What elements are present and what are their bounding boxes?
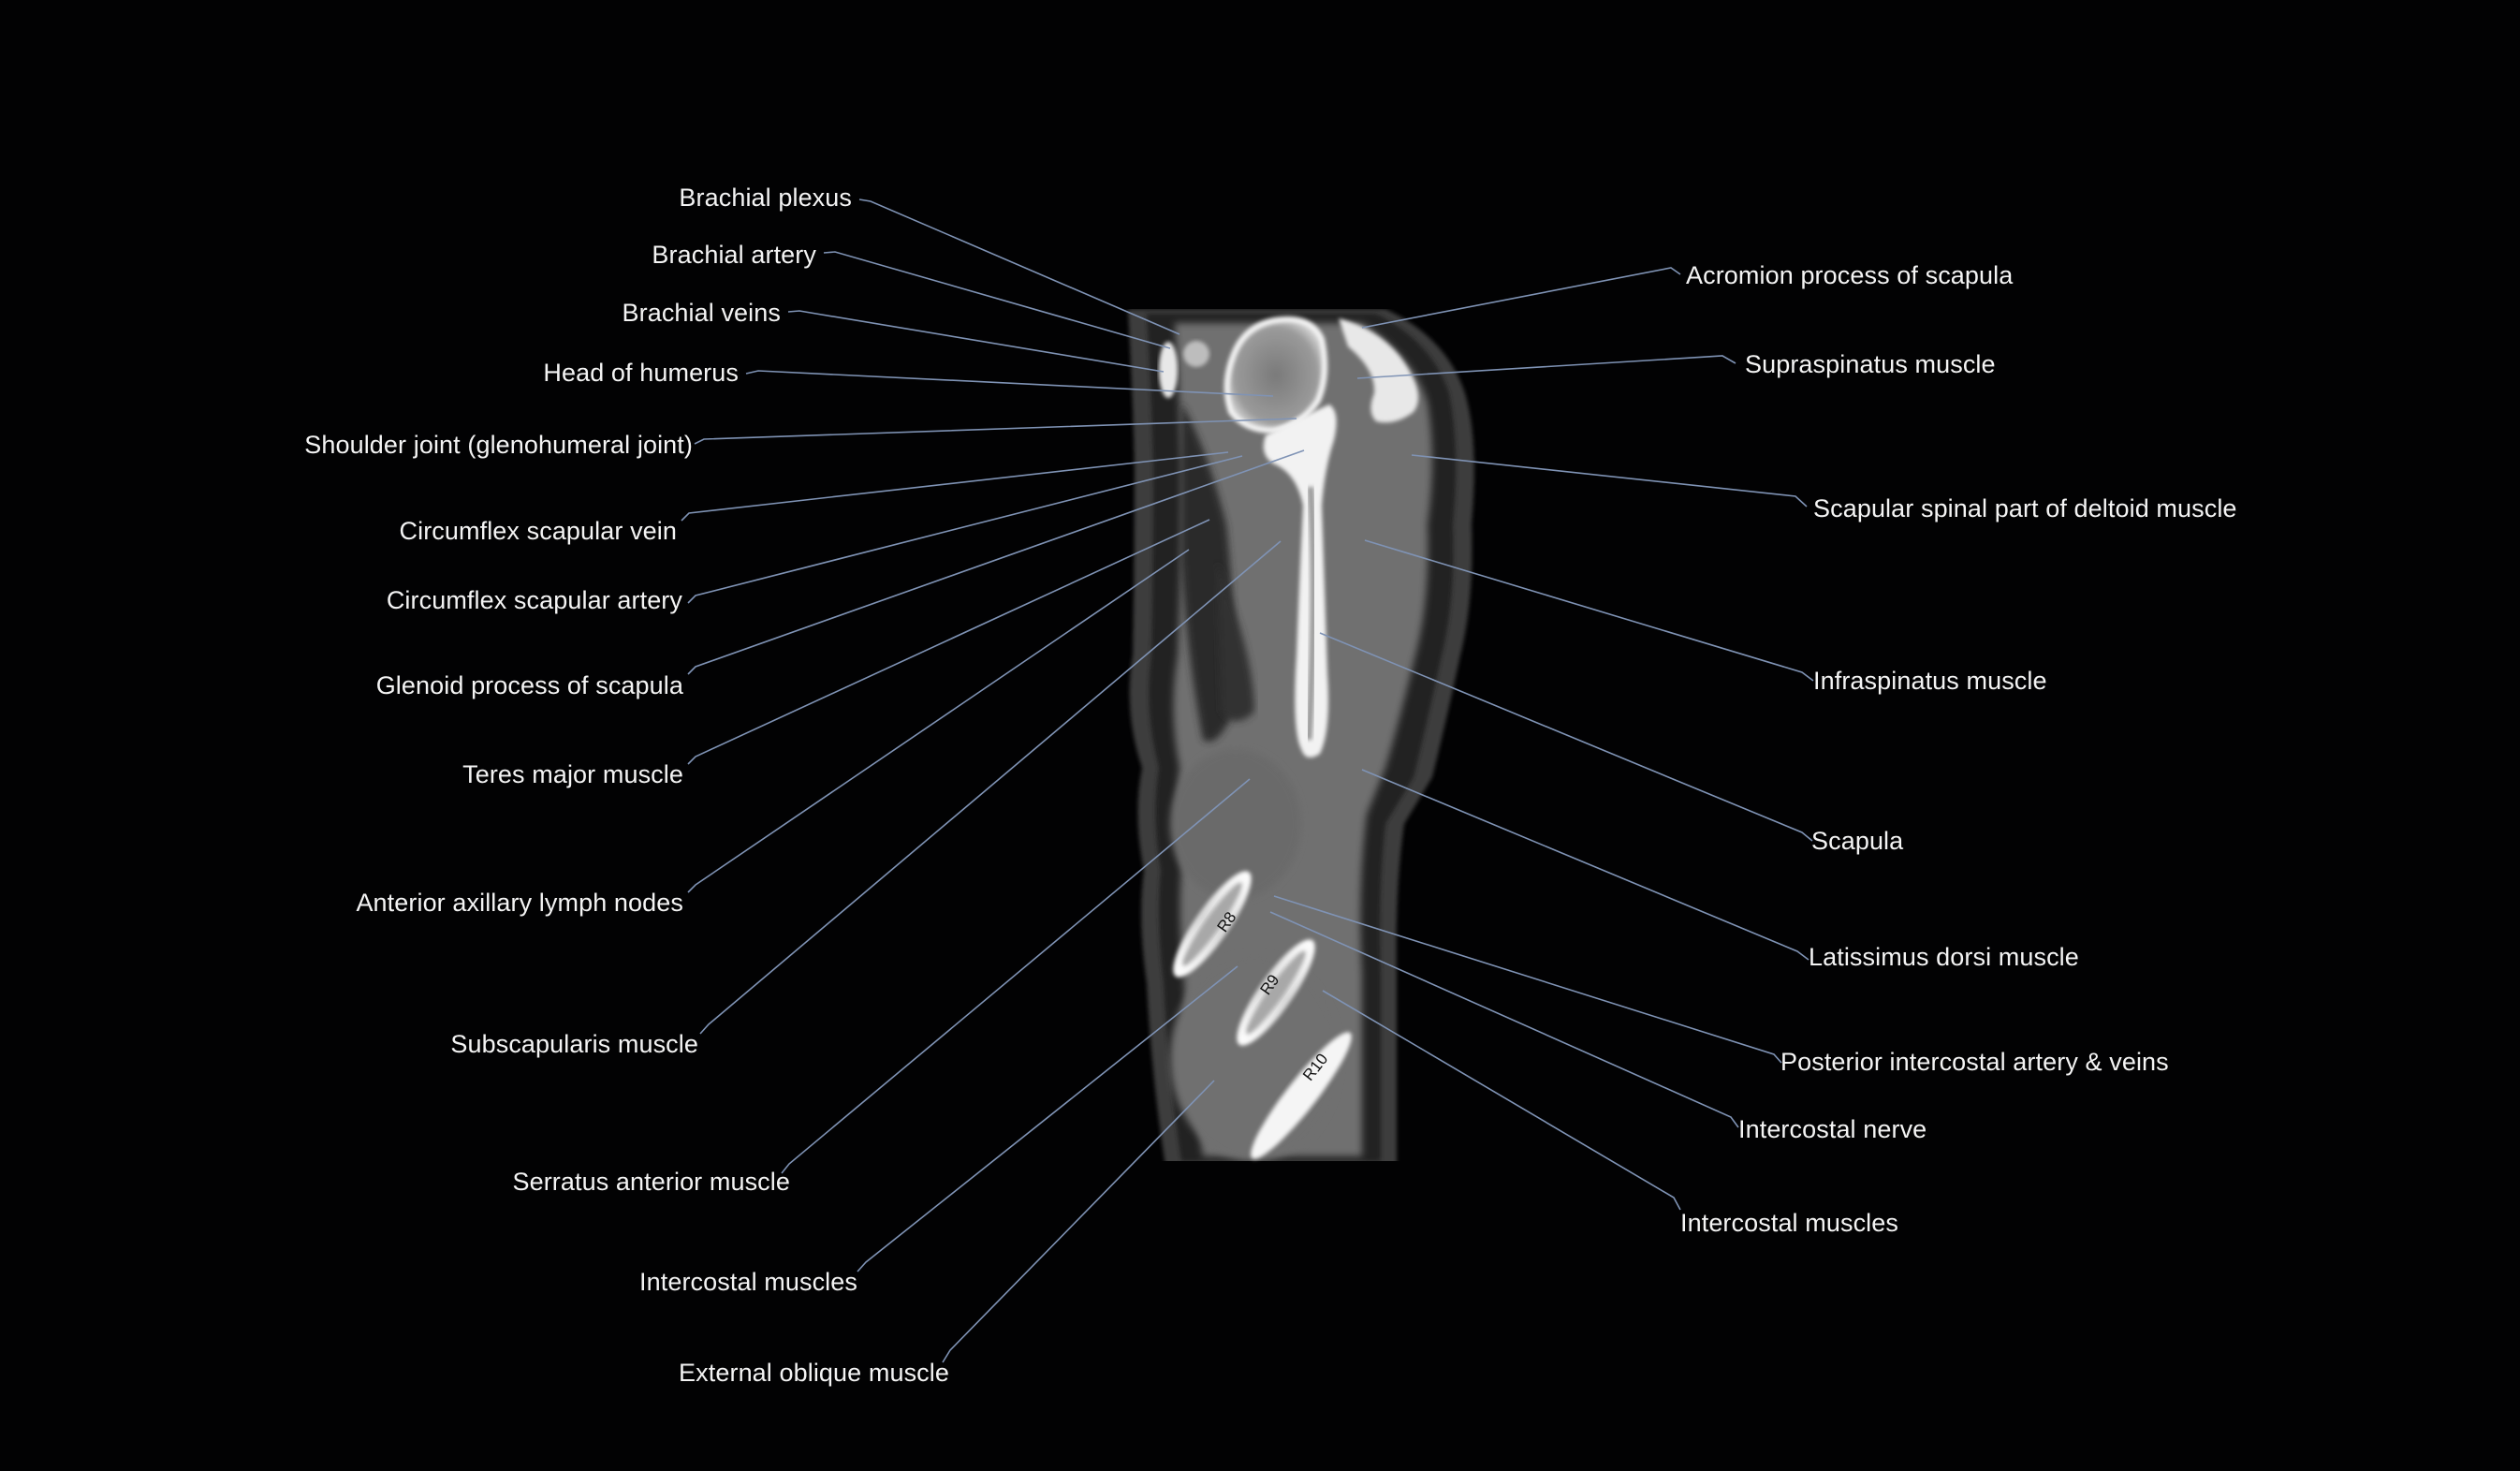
label-glenoid-process: Glenoid process of scapula (375, 671, 683, 699)
acromion-shape (1339, 318, 1418, 423)
label-anterior-axillary-lymph-nodes: Anterior axillary lymph nodes (356, 889, 683, 917)
leader-line-intercostal-nerve (1269, 911, 1739, 1128)
label-brachial-veins: Brachial veins (622, 299, 781, 327)
leader-line-intercostal-muscles-right (1322, 990, 1681, 1211)
leader-line-acromion (1361, 267, 1681, 329)
leader-line-supraspinatus (1356, 355, 1736, 379)
label-intercostal-muscles-left: Intercostal muscles (639, 1268, 857, 1296)
label-teres-major: Teres major muscle (462, 760, 683, 788)
leader-line-circumflex-scapular-vein (681, 451, 1229, 522)
leader-line-shoulder-joint (694, 418, 1297, 445)
label-head-of-humerus: Head of humerus (543, 359, 739, 387)
leader-line-posterior-intercostal-vessels (1273, 895, 1782, 1064)
label-brachial-artery: Brachial artery (652, 241, 816, 269)
label-intercostal-muscles-right: Intercostal muscles (1680, 1209, 1898, 1237)
leader-line-infraspinatus (1364, 539, 1814, 682)
label-circumflex-scapular-vein: Circumflex scapular vein (399, 517, 677, 545)
humeral-head-shape (1223, 316, 1328, 434)
leader-lines (681, 199, 1814, 1363)
leader-line-serratus-anterior (781, 778, 1251, 1174)
leader-line-scapula (1319, 632, 1813, 842)
leader-line-head-of-humerus (745, 370, 1274, 397)
leader-line-circumflex-scapular-artery (687, 455, 1243, 604)
leader-line-intercostal-muscles-left (857, 965, 1238, 1272)
label-brachial-plexus: Brachial plexus (679, 184, 852, 212)
label-deltoid-spinal-part: Scapular spinal part of deltoid muscle (1813, 494, 2237, 522)
brachial-vessel-shape (1159, 342, 1178, 398)
ribs (1173, 871, 1352, 1159)
leader-line-brachial-veins (787, 310, 1165, 373)
leader-line-subscapularis (699, 540, 1282, 1035)
label-external-oblique: External oblique muscle (679, 1359, 949, 1387)
leader-line-external-oblique (942, 1080, 1215, 1363)
label-intercostal-nerve: Intercostal nerve (1738, 1115, 1927, 1143)
label-subscapularis: Subscapularis muscle (450, 1030, 698, 1058)
scapula-shape (1263, 405, 1337, 758)
label-serratus-anterior: Serratus anterior muscle (512, 1168, 790, 1196)
label-supraspinatus: Supraspinatus muscle (1745, 350, 1996, 378)
label-scapula: Scapula (1811, 827, 1904, 855)
leader-line-deltoid (1411, 454, 1808, 507)
leader-line-glenoid (687, 449, 1305, 675)
label-infraspinatus: Infraspinatus muscle (1813, 667, 2047, 695)
label-acromion: Acromion process of scapula (1686, 261, 2014, 289)
label-shoulder-joint: Shoulder joint (glenohumeral joint) (304, 431, 693, 459)
leader-line-brachial-artery (823, 251, 1171, 349)
leader-line-latissimus-dorsi (1361, 769, 1809, 961)
label-circumflex-scapular-artery: Circumflex scapular artery (386, 586, 682, 614)
leader-line-brachial-plexus (858, 199, 1180, 335)
ct-slab (1114, 281, 1474, 1170)
leader-line-anterior-axillary-lymph-nodes (687, 549, 1190, 893)
leader-line-teres-major (687, 519, 1210, 765)
label-posterior-intercostal-vessels: Posterior intercostal artery & veins (1780, 1048, 2169, 1076)
label-latissimus-dorsi: Latissimus dorsi muscle (1809, 943, 2079, 971)
